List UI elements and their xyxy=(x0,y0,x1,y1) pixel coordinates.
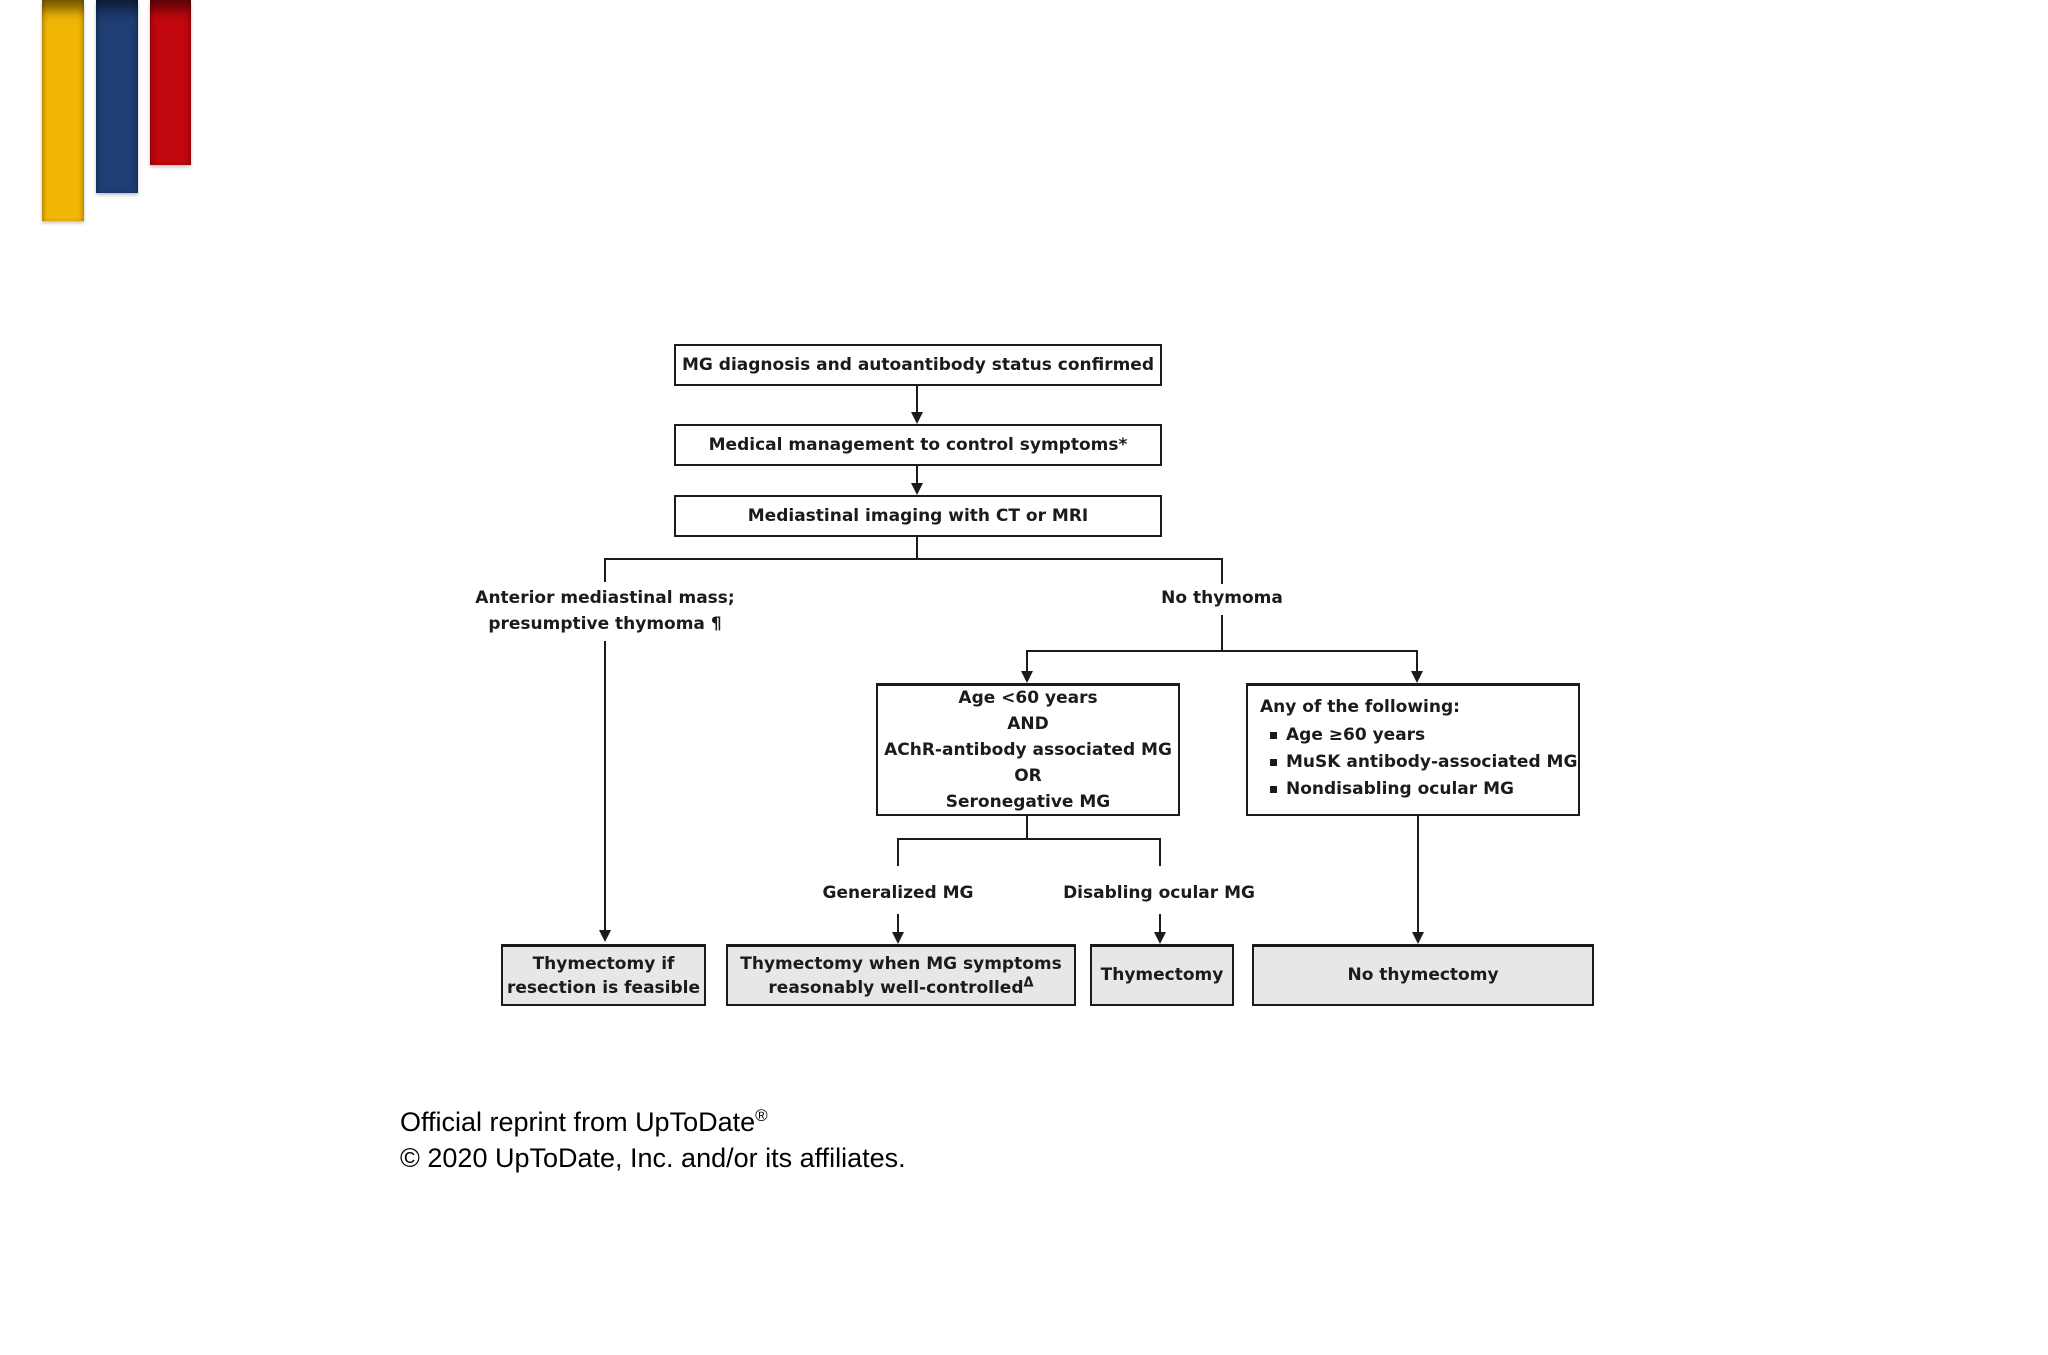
bullet-item: Nondisabling ocular MG xyxy=(1270,778,1514,801)
age-criteria-line: Seronegative MG xyxy=(945,792,1111,812)
connector-generalized-outcome xyxy=(897,914,899,933)
age-criteria-line: Age <60 years xyxy=(958,688,1098,708)
arrow-down-head xyxy=(911,412,923,424)
bullet-square-icon xyxy=(1270,759,1277,766)
box-thymectomy: Thymectomy xyxy=(1090,944,1234,1006)
connector-split3-stub xyxy=(1026,816,1028,838)
bullet-square-icon xyxy=(1270,786,1277,793)
connector-split2-left-drop xyxy=(1026,650,1028,672)
connector-split1-right-drop xyxy=(1221,558,1223,584)
connector-split2-horizontal xyxy=(1026,650,1418,652)
connector-split1-horizontal xyxy=(604,558,1223,560)
box-thymectomy-if-feasible: Thymectomy if resection is feasible xyxy=(501,944,706,1006)
connector-no-thymoma-resume xyxy=(1221,615,1223,650)
age-criteria-line: AChR-antibody associated MG xyxy=(884,740,1172,760)
connector-split2-right-drop xyxy=(1416,650,1418,672)
connector-split3-right-drop xyxy=(1159,838,1161,866)
registered-trademark-symbol: ® xyxy=(755,1106,768,1125)
bullet-text: Nondisabling ocular MG xyxy=(1286,779,1514,799)
label-disabling-ocular-mg: Disabling ocular MG xyxy=(1063,883,1255,903)
outcome-feasible-line1: Thymectomy if xyxy=(532,953,675,974)
label-anterior-mediastinal-mass: Anterior mediastinal mass; presumptive t… xyxy=(450,585,760,637)
connector-disabling-outcome xyxy=(1159,914,1161,933)
arrow-down-head xyxy=(1412,932,1424,944)
box-age-criteria: Age <60 years AND AChR-antibody associat… xyxy=(876,683,1180,816)
outcome-thymectomy-label: Thymectomy xyxy=(1100,965,1224,985)
brand-bar-yellow xyxy=(42,0,84,221)
outcome-when-line1: Thymectomy when MG symptoms xyxy=(740,953,1062,974)
any-criteria-title: Any of the following: xyxy=(1260,697,1460,717)
footer-reprint-text: Official reprint from UpToDate xyxy=(400,1107,756,1137)
bullet-square-icon xyxy=(1270,732,1277,739)
box-mediastinal-imaging-label: Mediastinal imaging with CT or MRI xyxy=(747,505,1089,526)
outcome-feasible-line2: resection is feasible xyxy=(506,977,701,998)
arrow-down-head xyxy=(892,932,904,944)
outcome-when-line2: reasonably well-controlledΔ xyxy=(768,976,1033,1000)
connector-medical-imaging xyxy=(916,466,918,484)
bullet-item: Age ≥60 years xyxy=(1270,724,1425,747)
footer-reprint-line: Official reprint from UpToDate® xyxy=(400,1098,906,1140)
box-medical-management: Medical management to control symptoms* xyxy=(674,424,1162,466)
label-generalized-mg: Generalized MG xyxy=(822,883,974,903)
connector-split3-horizontal xyxy=(897,838,1161,840)
arrow-down-head xyxy=(599,930,611,942)
arrow-down-head xyxy=(1154,932,1166,944)
brand-bar-blue xyxy=(96,0,138,193)
bullet-item: MuSK antibody-associated MG xyxy=(1270,751,1577,774)
box-mediastinal-imaging: Mediastinal imaging with CT or MRI xyxy=(674,495,1162,537)
brand-bar-red xyxy=(150,0,191,165)
arrow-down-head xyxy=(1411,671,1423,683)
box-any-criteria: Any of the following: Age ≥60 years MuSK… xyxy=(1246,683,1580,816)
box-mg-diagnosis-label: MG diagnosis and autoantibody status con… xyxy=(681,354,1154,375)
footnote-delta-marker: Δ xyxy=(1023,974,1034,990)
connector-split1-stub xyxy=(916,537,918,558)
connector-diagnosis-medical xyxy=(916,386,918,413)
footer-attribution: Official reprint from UpToDate® © 2020 U… xyxy=(400,1098,906,1176)
box-thymectomy-when-controlled: Thymectomy when MG symptoms reasonably w… xyxy=(726,944,1076,1006)
age-criteria-line: AND xyxy=(1007,714,1049,734)
label-anterior-line1: Anterior mediastinal mass; xyxy=(475,588,735,608)
bullet-text: Age ≥60 years xyxy=(1286,725,1426,745)
box-medical-management-label: Medical management to control symptoms* xyxy=(708,434,1128,455)
connector-split3-left-drop xyxy=(897,838,899,866)
footer-copyright-line: © 2020 UpToDate, Inc. and/or its affilia… xyxy=(400,1143,906,1173)
connector-any-no-thymectomy xyxy=(1417,816,1419,933)
outcome-no-thymectomy-label: No thymectomy xyxy=(1347,965,1499,985)
connector-split1-left-drop xyxy=(604,558,606,582)
label-no-thymoma: No thymoma xyxy=(1161,588,1283,608)
connector-thymoma-outcome xyxy=(604,641,606,931)
outcome-when-line2-text: reasonably well-controlled xyxy=(768,977,1024,998)
bullet-text: MuSK antibody-associated MG xyxy=(1286,752,1578,772)
arrow-down-head xyxy=(1021,671,1033,683)
age-criteria-line: OR xyxy=(1014,766,1042,786)
box-no-thymectomy: No thymectomy xyxy=(1252,944,1594,1006)
arrow-down-head xyxy=(911,483,923,495)
box-mg-diagnosis: MG diagnosis and autoantibody status con… xyxy=(674,344,1162,386)
label-anterior-line2: presumptive thymoma ¶ xyxy=(488,614,722,634)
